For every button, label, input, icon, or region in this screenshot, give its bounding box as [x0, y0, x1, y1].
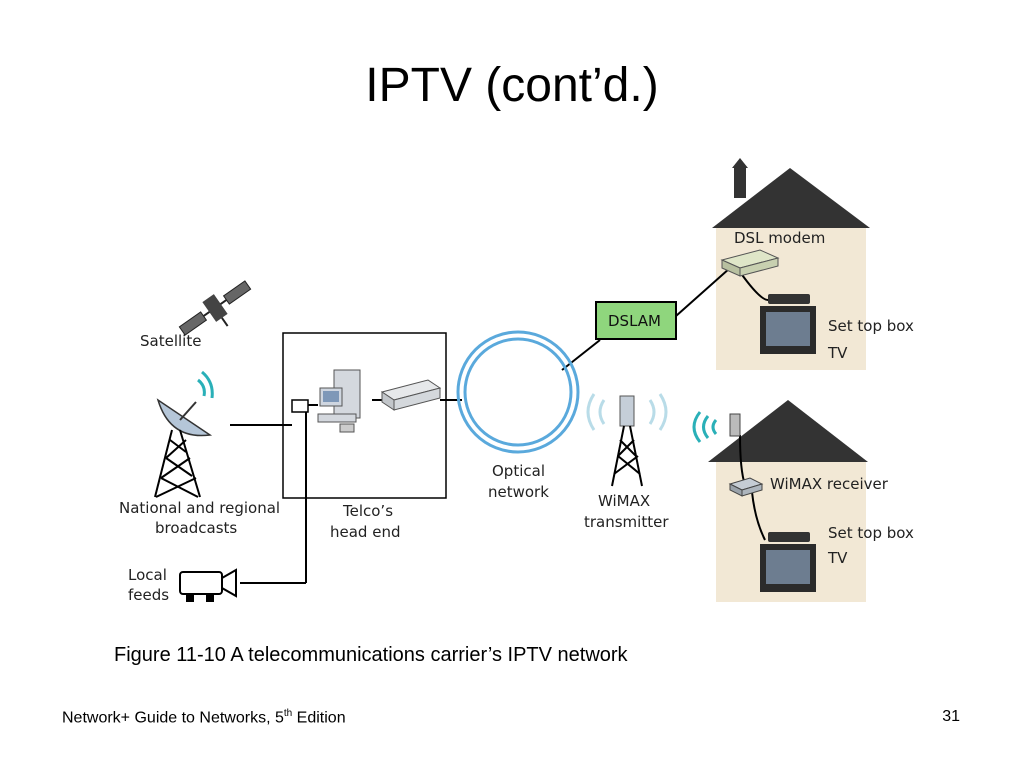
head-end-label-line2: head end	[330, 523, 400, 541]
dsl-modem-icon	[720, 249, 780, 277]
optical-network-label-line1: Optical	[492, 462, 545, 480]
wimax-transmitter-label-line1: WiMAX	[598, 492, 650, 510]
iptv-network-diagram: Satellite National and regional broadcas…	[119, 158, 914, 604]
wimax-receiver-icon	[728, 477, 764, 497]
wimax-tower-icon	[586, 393, 668, 487]
footer-text: Network+ Guide to Networks, 5th Edition	[62, 708, 346, 727]
figure-caption: Figure 11-10 A telecommunications carrie…	[114, 644, 628, 666]
connection-lines	[230, 267, 769, 584]
tv-icon	[760, 544, 816, 592]
page-number: 31	[942, 708, 960, 725]
tv-label-1: TV	[827, 344, 848, 362]
set-top-box-label-2: Set top box	[828, 524, 914, 542]
slide-title: IPTV (cont’d.)	[365, 59, 659, 112]
set-top-box-icon	[768, 532, 810, 542]
footer-text-edition: Edition	[292, 709, 346, 727]
local-feeds-label-line1: Local	[128, 566, 167, 584]
dslam-label: DSLAM	[608, 312, 661, 330]
tv-icon	[760, 306, 816, 354]
tv-label-2: TV	[827, 549, 848, 567]
wimax-transmitter-label-line2: transmitter	[584, 513, 669, 531]
optical-ring-icon	[456, 330, 580, 454]
router-icon	[380, 379, 442, 411]
broadcasts-label-line1: National and regional	[119, 499, 280, 517]
footer-superscript: th	[283, 708, 293, 719]
set-top-box-label-1: Set top box	[828, 317, 914, 335]
set-top-box-icon	[768, 294, 810, 304]
server-icon	[317, 369, 361, 433]
satellite-label: Satellite	[140, 332, 201, 350]
video-camera-icon	[179, 568, 237, 602]
dsl-modem-label: DSL modem	[734, 229, 825, 247]
dslam-box	[595, 301, 677, 340]
broadcasts-label-line2: broadcasts	[155, 519, 237, 537]
optical-network-label-line2: network	[488, 483, 549, 501]
wimax-antenna-icon	[729, 413, 741, 437]
wireless-signal-icon	[692, 411, 718, 443]
local-feeds-label-line2: feeds	[128, 586, 169, 604]
satellite-dish-icon	[154, 370, 214, 498]
junction-box-icon	[291, 399, 309, 413]
head-end-label-line1: Telco’s	[342, 502, 393, 520]
footer-text-main: Network+ Guide to Networks, 5	[62, 709, 284, 727]
head-end-box	[282, 332, 447, 499]
satellite-icon	[178, 280, 252, 336]
wimax-receiver-label: WiMAX receiver	[770, 475, 889, 493]
